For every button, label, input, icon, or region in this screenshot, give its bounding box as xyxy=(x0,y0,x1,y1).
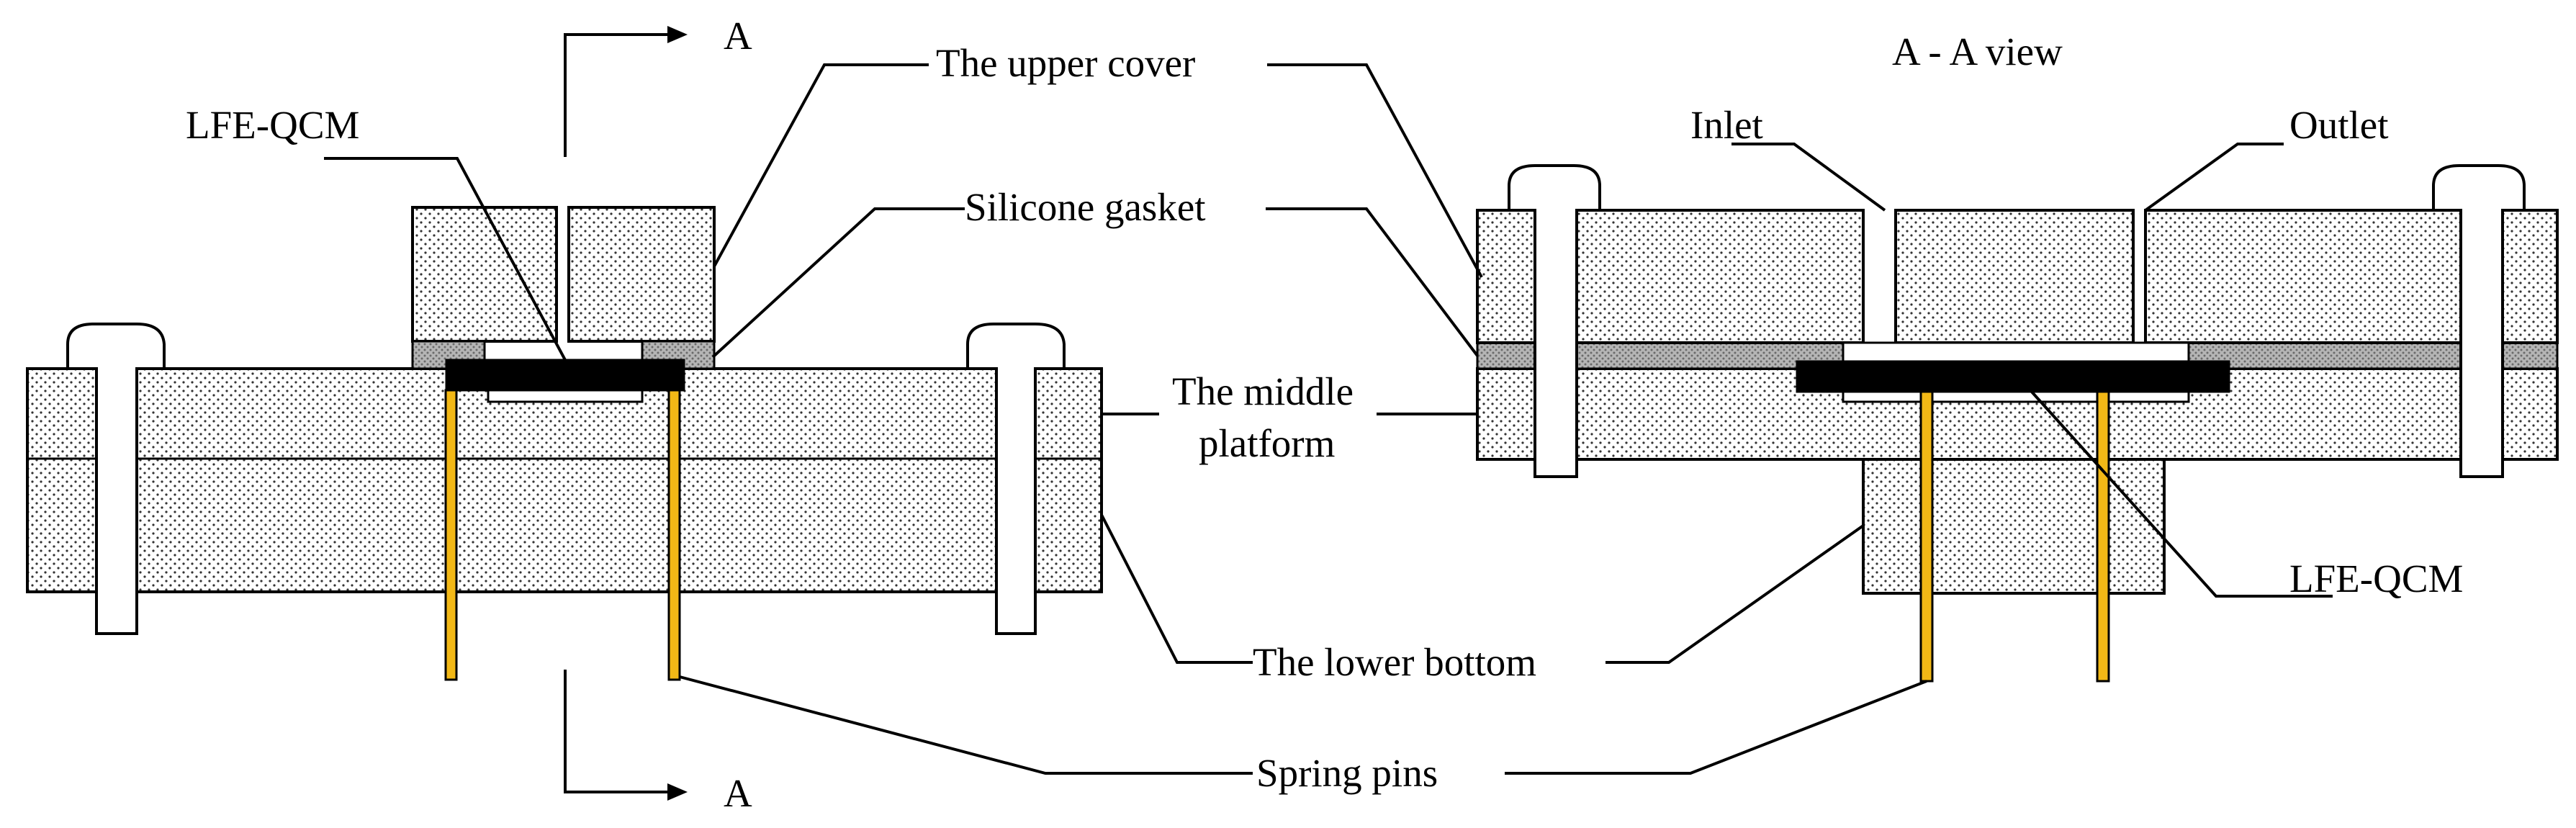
leader-outlet xyxy=(2144,143,2284,212)
left-spring-pin-1 xyxy=(444,389,458,681)
right-screw-2 xyxy=(2432,164,2526,478)
left-screw-2 xyxy=(966,323,1066,635)
section-label-top: A xyxy=(724,14,752,58)
leader-lfe-qcm-right xyxy=(2016,374,2333,598)
label-spring-pins: Spring pins xyxy=(1256,751,1438,795)
left-upper-cover-left xyxy=(411,206,558,343)
left-upper-cover-right xyxy=(567,206,716,343)
section-line-top xyxy=(564,33,673,157)
leader-spring-pins-right xyxy=(1505,680,1927,775)
labels: A A A - A view The upper cover LFE-QCM S… xyxy=(186,14,2463,815)
left-spring-pin-2 xyxy=(667,389,681,681)
section-label-bottom: A xyxy=(724,771,752,815)
label-lfe-qcm-right: LFE-QCM xyxy=(2289,557,2463,600)
right-lower-bottom xyxy=(1862,458,2166,595)
right-spring-pin-1 xyxy=(1919,390,1934,683)
leader-silicone-gasket-left xyxy=(711,207,965,359)
label-middle-platform-line2: platform xyxy=(1199,421,1335,465)
right-upper-cover-2 xyxy=(1894,209,2135,344)
leader-upper-cover-right xyxy=(1267,63,1483,278)
label-lower-bottom: The lower bottom xyxy=(1253,640,1536,684)
label-inlet: Inlet xyxy=(1690,103,1763,147)
label-outlet: Outlet xyxy=(2289,103,2388,147)
leader-inlet xyxy=(1731,143,1886,212)
left-screw-1 xyxy=(66,323,166,635)
label-silicone-gasket: Silicone gasket xyxy=(965,185,1206,229)
label-middle-platform-line1: The middle xyxy=(1172,369,1354,413)
leader-lines xyxy=(324,63,2333,775)
right-spring-pin-2 xyxy=(2096,390,2110,683)
section-arrowhead-bottom xyxy=(667,783,688,801)
right-lfe-qcm-crystal xyxy=(1796,360,2230,393)
view-title: A - A view xyxy=(1892,30,2063,73)
leader-lower-bottom-right xyxy=(1606,524,1865,664)
label-upper-cover: The upper cover xyxy=(936,41,1195,85)
leader-silicone-gasket-right xyxy=(1266,207,1479,357)
right-section-view xyxy=(1476,164,2559,683)
label-lfe-qcm-left: LFE-QCM xyxy=(186,103,359,147)
leader-lfe-qcm-left xyxy=(324,157,567,361)
section-arrowhead-top xyxy=(667,26,688,43)
leader-upper-cover-left xyxy=(713,63,929,267)
left-base-block xyxy=(26,367,1103,593)
leader-lower-bottom-left xyxy=(1100,514,1253,664)
left-lfe-qcm-crystal xyxy=(445,359,685,392)
leader-spring-pins-left xyxy=(679,675,1253,775)
left-section-view xyxy=(26,26,1103,801)
section-line-bottom xyxy=(564,670,673,793)
right-screw-1 xyxy=(1508,164,1601,478)
